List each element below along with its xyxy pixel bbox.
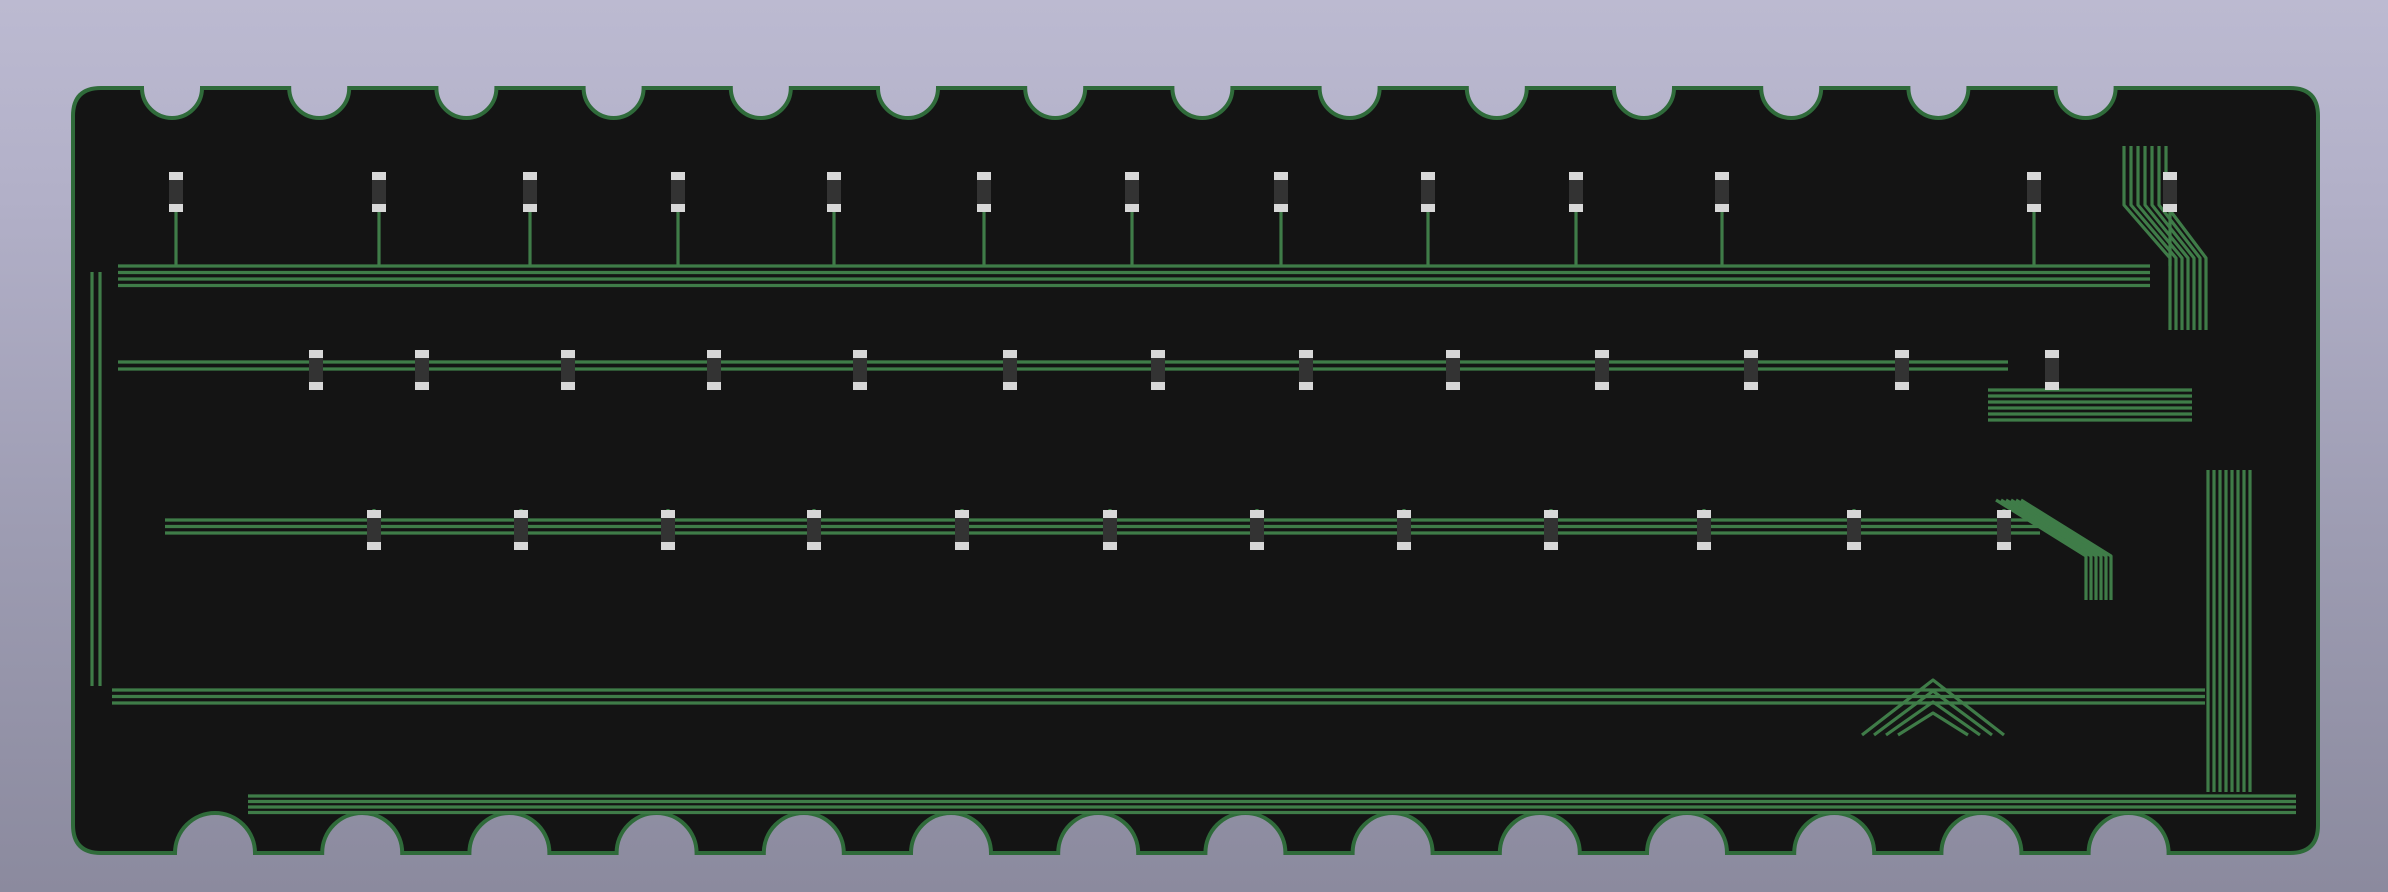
copper-traces [90,146,2296,815]
pcb-board-outline [71,86,2320,855]
